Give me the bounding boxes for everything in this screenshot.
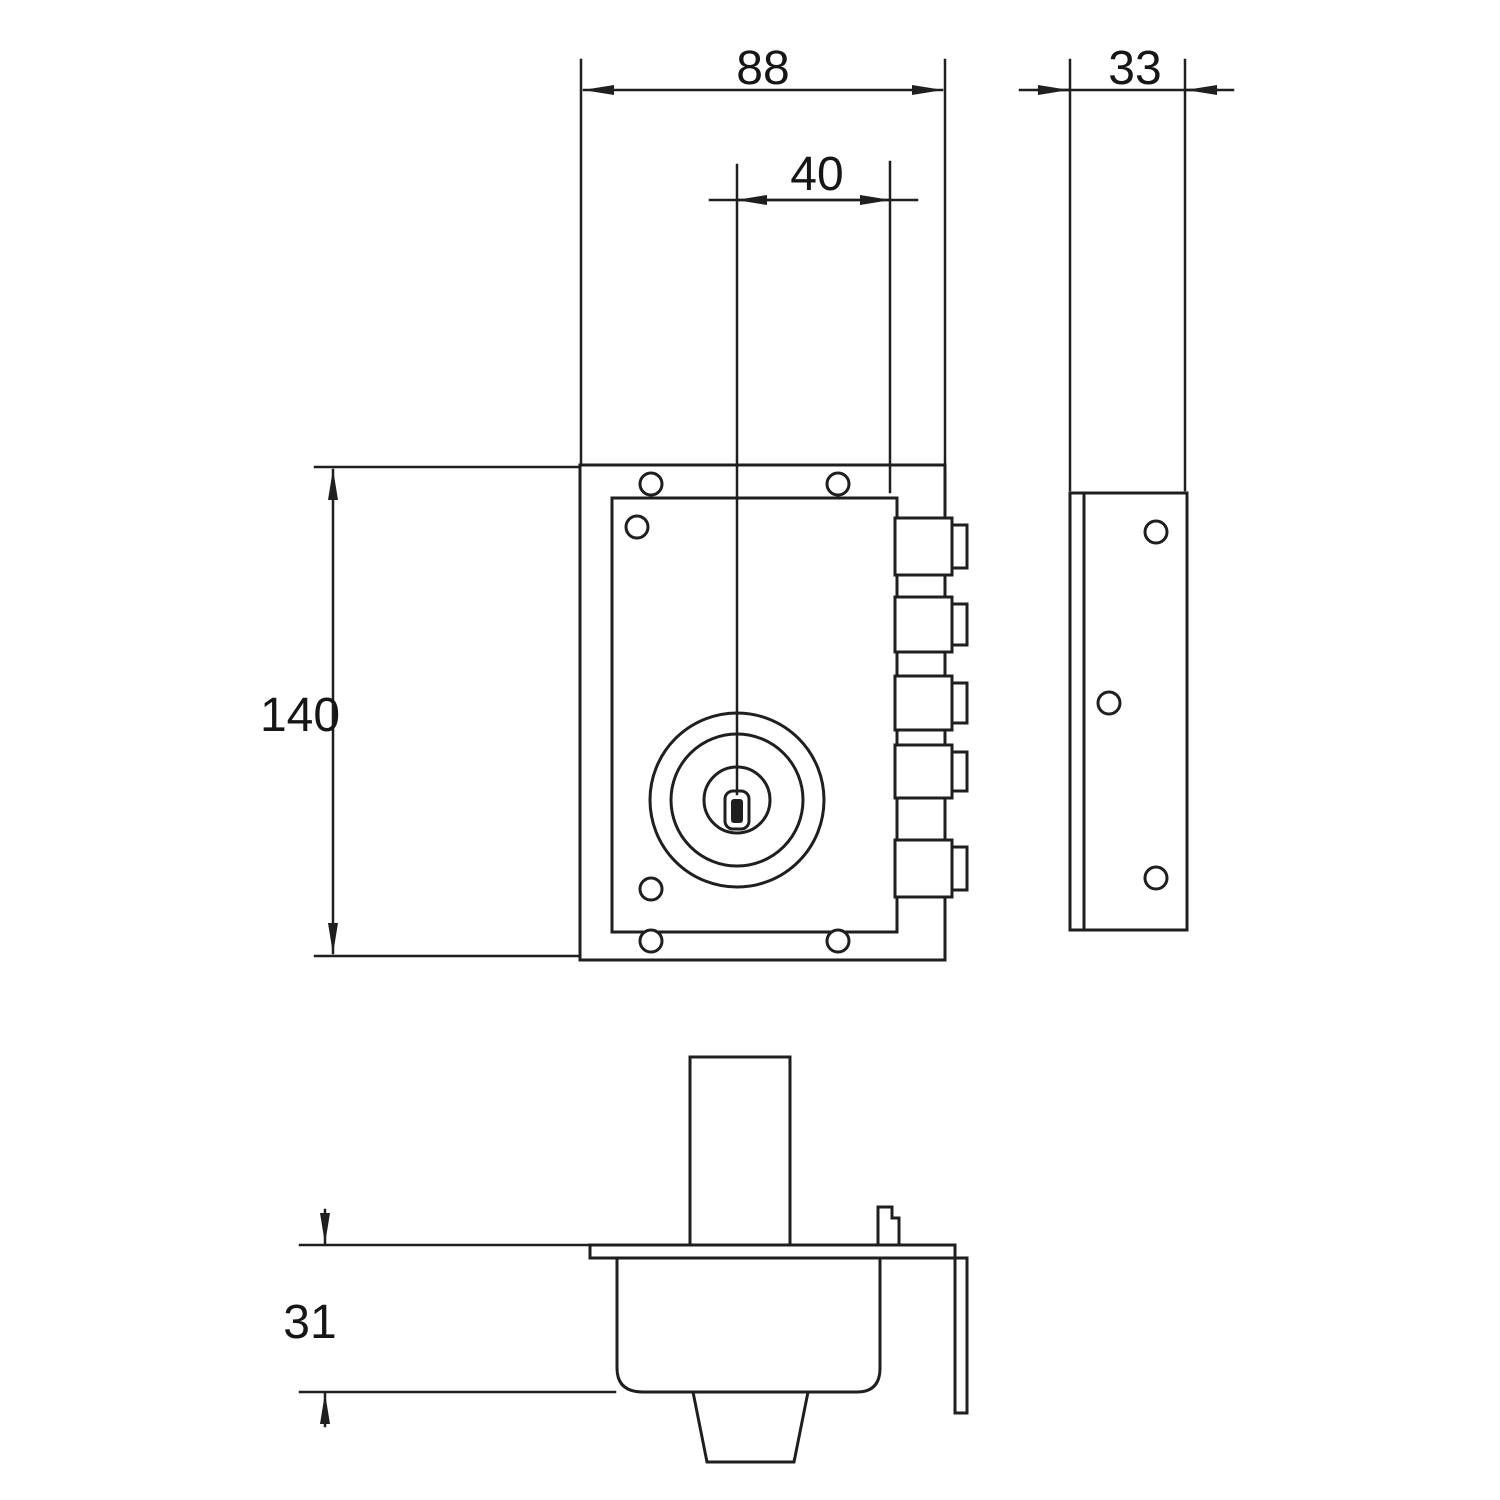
bolt-body [893, 595, 954, 654]
strike-hole-bottom [1143, 865, 1169, 891]
bottom-view [588, 1055, 969, 1464]
dim-label-case-depth: 31 [283, 1296, 336, 1349]
screw-hole-bottom-right [825, 928, 851, 954]
bolt-body [893, 674, 954, 732]
strike-hole-middle [1096, 690, 1122, 716]
bolt-body [893, 838, 954, 899]
strike-plate-outline [1068, 491, 1189, 932]
bolt-tip [950, 845, 969, 892]
dimension-88: 88 [579, 42, 947, 465]
screw-hole-faceplate-top [624, 514, 650, 540]
bolt-body [893, 743, 954, 800]
keyhole-icon [723, 789, 751, 831]
bolt-tip [950, 681, 969, 725]
dimension-140: 140 [260, 465, 580, 958]
dim-label-strike-width: 33 [1108, 42, 1161, 95]
latch-tab [876, 1205, 901, 1247]
case-outline [615, 1256, 882, 1394]
dimension-40: 40 [708, 148, 919, 796]
bolt-5 [893, 838, 969, 899]
bolt-4 [893, 743, 969, 800]
bolt-tip [950, 602, 969, 647]
dim-label-body-width: 88 [736, 42, 789, 95]
bolt-body [893, 516, 954, 577]
dim-label-body-height: 140 [260, 689, 340, 742]
bolt-bottom-view [691, 1390, 810, 1464]
bolt-1 [893, 516, 969, 577]
bolt-tip [950, 523, 969, 570]
keyhole-slot [731, 799, 743, 823]
dimension-31: 31 [283, 1208, 617, 1428]
bolt-tip [950, 750, 969, 793]
bolt-3 [893, 674, 969, 732]
bolt-2 [893, 595, 969, 654]
screw-hole-faceplate-bottom [638, 876, 664, 902]
strike-plate-view [1068, 491, 1189, 932]
front-view [578, 463, 969, 962]
angle-bracket [953, 1243, 969, 1415]
dim-label-cylinder-offset: 40 [790, 148, 843, 201]
dimension-33: 33 [1018, 42, 1235, 492]
cylinder-barrel [688, 1055, 792, 1247]
screw-hole-bottom-left [638, 928, 664, 954]
screw-hole-top-right [825, 471, 851, 497]
strike-hole-top [1143, 519, 1169, 545]
screw-hole-top-left [638, 471, 664, 497]
